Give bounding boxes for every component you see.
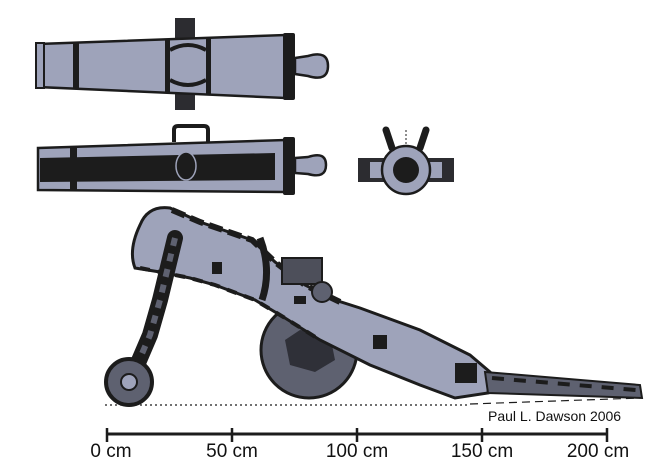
fitting-3: [294, 296, 306, 304]
fitting-2: [373, 335, 387, 349]
scale-label-200: 200 cm: [566, 441, 630, 462]
scale-label-100: 100 cm: [325, 441, 389, 462]
rear-handle-left: [382, 126, 396, 152]
rear-trunnion-inner-right: [428, 162, 442, 178]
trail-spade-strap: [491, 376, 637, 392]
scale-bar: [105, 428, 609, 442]
elevation-block: [281, 257, 323, 285]
trunnion-side: [175, 151, 197, 181]
band-side-1: [70, 147, 77, 191]
band-top-3: [206, 38, 211, 95]
band-top-2: [165, 39, 170, 93]
author-credit: Paul L. Dawson 2006: [488, 408, 622, 424]
front-wheel-hub: [120, 373, 138, 391]
breech-ring-top: [283, 33, 295, 100]
barrel-top-view: [35, 18, 330, 110]
bore-shadow: [40, 153, 275, 182]
muzzle-ring-top: [35, 42, 45, 89]
dolphin-handle-top-1: [169, 43, 207, 52]
ground-line-dashed: [469, 397, 641, 405]
scale-label-50: 50 cm: [206, 441, 258, 462]
elevation-screw: [311, 281, 333, 303]
trail-dark-curve: [256, 236, 271, 302]
fitting-1: [212, 262, 222, 274]
band-top-1: [73, 42, 79, 89]
dolphin-handle-top-2: [169, 78, 207, 87]
lifting-handle: [172, 124, 210, 142]
cascabel-side: [293, 154, 328, 177]
rear-handle-right: [416, 126, 430, 152]
gun-carriage: [104, 206, 644, 407]
rear-trunnion-inner-left: [370, 162, 384, 178]
breech-ring-side: [283, 137, 295, 195]
fitting-4: [455, 363, 477, 383]
trail-strap-bottom: [139, 266, 322, 342]
cascabel-top: [293, 53, 330, 79]
scale-label-0: 0 cm: [90, 441, 132, 462]
rear-bore: [393, 157, 419, 183]
scale-label-150: 150 cm: [450, 441, 514, 462]
front-prop-inner: [132, 237, 178, 372]
barrel-rear-view: [358, 126, 454, 196]
barrel-side-view: [36, 124, 328, 195]
